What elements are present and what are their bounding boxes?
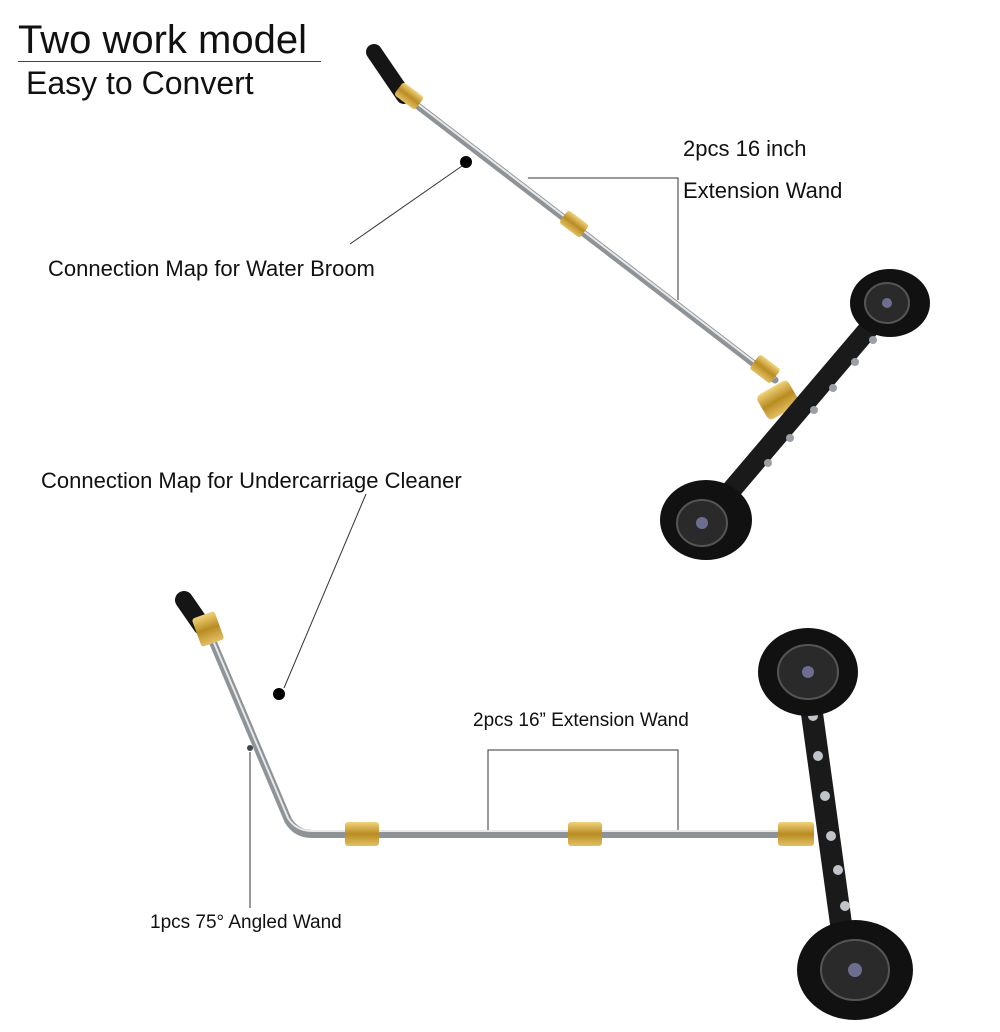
brass-coupler: [568, 822, 602, 846]
extension-wand-label-bottom: 2pcs 16” Extension Wand: [473, 710, 689, 731]
extension-wand-label-line1: 2pcs 16 inch: [683, 136, 807, 161]
brass-coupler: [750, 355, 780, 383]
nozzles: [808, 711, 850, 911]
extension-wand-top: [406, 96, 779, 384]
brass-coupler: [778, 822, 814, 846]
wheel-top-left: [660, 480, 752, 560]
brass-coupler: [345, 822, 379, 846]
nozzles: [764, 336, 877, 467]
extension-bracket-bottom: [487, 749, 679, 830]
brass-coupler: [395, 82, 423, 110]
water-broom-assembly: [349, 44, 930, 560]
extension-bracket-top: [528, 177, 679, 300]
undercarriage-label: Connection Map for Undercarriage Cleaner: [41, 468, 462, 493]
callout-line: [283, 493, 367, 689]
callout-dot: [460, 156, 472, 168]
angled-wand-label: 1pcs 75° Angled Wand: [150, 912, 342, 933]
title-underline: [18, 61, 321, 62]
page-title: Two work model: [18, 18, 307, 62]
extension-wand-label-line2: Extension Wand: [683, 178, 843, 203]
undercarriage-assembly: [175, 493, 913, 1020]
page-subtitle: Easy to Convert: [26, 65, 254, 101]
brass-coupler: [192, 611, 224, 647]
callout-line: [349, 165, 463, 245]
wheel-bottom-top: [758, 628, 858, 716]
wheel-top-right: [850, 269, 930, 337]
callout-dot: [273, 688, 285, 700]
brass-coupler: [560, 210, 588, 238]
broom-bar: [696, 290, 903, 530]
water-broom-label: Connection Map for Water Broom: [48, 256, 375, 281]
wheel-bottom-lower: [797, 920, 913, 1020]
angled-wand: [208, 636, 794, 838]
